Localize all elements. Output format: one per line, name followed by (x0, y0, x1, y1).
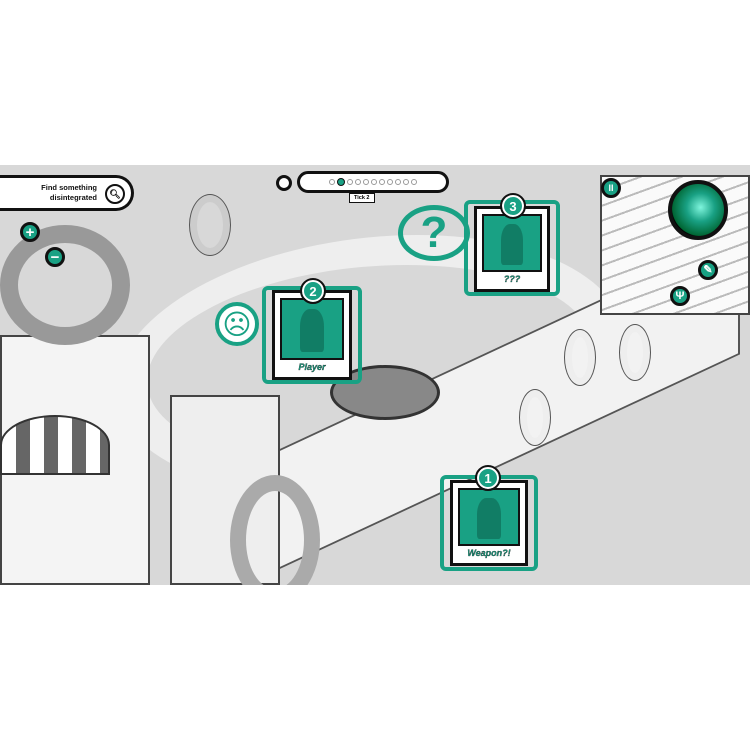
fork-tool-button[interactable]: Ψ (670, 286, 690, 306)
hoop (564, 329, 596, 386)
card-number-badge: 2 (300, 278, 326, 304)
hoop (189, 194, 231, 256)
timeline-tick[interactable] (371, 179, 377, 185)
timeline-tick[interactable] (355, 179, 361, 185)
question-glyph: ? (420, 208, 448, 257)
footprint-magnifier-icon[interactable]: 🔍︎ (105, 184, 125, 204)
scanner-orb-button[interactable] (668, 180, 728, 240)
timeline-tick[interactable] (363, 179, 369, 185)
zoom-in-button[interactable]: + (20, 222, 40, 242)
timeline-tick[interactable] (379, 179, 385, 185)
awning (0, 415, 110, 475)
timeline-tick[interactable] (395, 179, 401, 185)
objective-line-1: Find something (41, 183, 97, 192)
timeline-start-icon[interactable] (276, 175, 292, 191)
timeline-tick[interactable] (403, 179, 409, 185)
timeline-tick[interactable] (411, 179, 417, 185)
hoop (619, 324, 651, 381)
question-mark-icon[interactable]: ? (398, 205, 470, 261)
timeline-bar[interactable] (297, 171, 449, 193)
angry-glyph: ☹ (222, 308, 252, 340)
pen-tool-button[interactable]: ✎ (698, 260, 718, 280)
game-scene[interactable] (0, 165, 750, 585)
pause-button[interactable]: II (601, 178, 621, 198)
zoom-out-button[interactable]: − (45, 247, 65, 267)
objective-line-2: disintegrated (49, 193, 97, 202)
card-number-badge: 1 (475, 465, 501, 491)
card-label: Player (298, 362, 326, 372)
card-image (280, 298, 344, 360)
hoop (519, 389, 551, 446)
clue-card-weapon[interactable]: Weapon?! (450, 480, 528, 566)
angry-face-icon[interactable]: ☹ (215, 302, 259, 346)
card-number-badge: 3 (500, 193, 526, 219)
card-label: Weapon?! (467, 548, 511, 558)
card-label: ??? (503, 274, 521, 284)
clue-card-player[interactable]: Player (272, 290, 352, 380)
timeline-tick[interactable] (347, 179, 353, 185)
card-image (482, 214, 542, 272)
timeline-tick[interactable] (337, 178, 345, 186)
tick-label: Tick 2 (349, 193, 375, 203)
timeline-tick[interactable] (387, 179, 393, 185)
tentacle (0, 225, 130, 345)
clue-card-unknown[interactable]: ??? (474, 206, 550, 292)
card-image (458, 488, 520, 546)
timeline-tick[interactable] (329, 179, 335, 185)
